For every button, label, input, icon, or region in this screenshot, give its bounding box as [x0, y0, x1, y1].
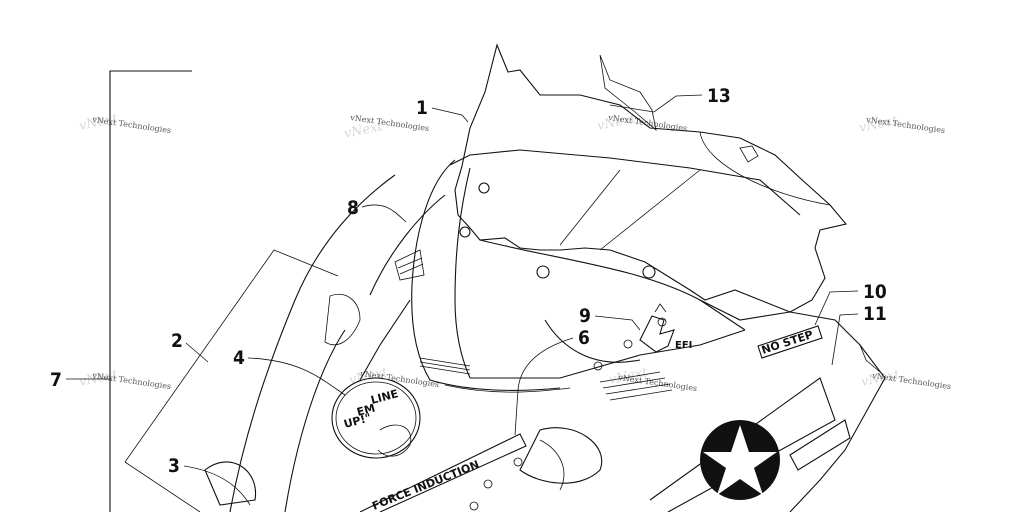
callout-labels: 1 13 8 2 4 7 3 9 6 10 11	[50, 85, 887, 477]
callout-11: 11	[863, 303, 887, 325]
callout-10: 10	[863, 281, 887, 303]
no-step-decal: NO STEP	[757, 325, 823, 359]
watermark-5: vNext Technologies	[91, 371, 172, 391]
callout-4: 4	[233, 347, 245, 369]
callout-8: 8	[347, 197, 359, 219]
line-em-up-decal: LINE EM UP!"	[331, 377, 421, 459]
leader-lines	[183, 94, 859, 506]
windshield	[454, 43, 848, 313]
force-induction-text: FORCE INDUCTION	[370, 458, 481, 512]
badge-line-2: EM	[355, 402, 376, 419]
bracket-7	[66, 70, 192, 512]
badge-line-3: UP!"	[342, 411, 372, 431]
watermark-6: vNext Technologies	[359, 369, 440, 389]
star-insignia-decal	[649, 377, 851, 512]
efi-text: EFI	[675, 340, 692, 351]
force-induction-decal: FORCE INDUCTION	[359, 433, 527, 512]
badge-line-1: LINE	[369, 387, 399, 407]
watermark-1: vNext Technologies	[91, 115, 172, 135]
callout-6: 6	[578, 327, 590, 349]
bullet-hole-decals	[469, 317, 667, 511]
callout-7: 7	[50, 369, 62, 391]
efi-logo-decal: EFI	[639, 303, 692, 353]
watermarks: vNext vNext Technologies vNext vNext Tec…	[78, 111, 952, 393]
callout-1: 1	[416, 97, 428, 119]
callout-9: 9	[579, 305, 591, 327]
callout-13: 13	[707, 85, 731, 107]
hood-body	[204, 149, 886, 512]
bracket-2	[124, 249, 339, 512]
callout-2: 2	[171, 330, 183, 352]
callout-3: 3	[168, 455, 180, 477]
no-step-text: NO STEP	[760, 328, 815, 357]
